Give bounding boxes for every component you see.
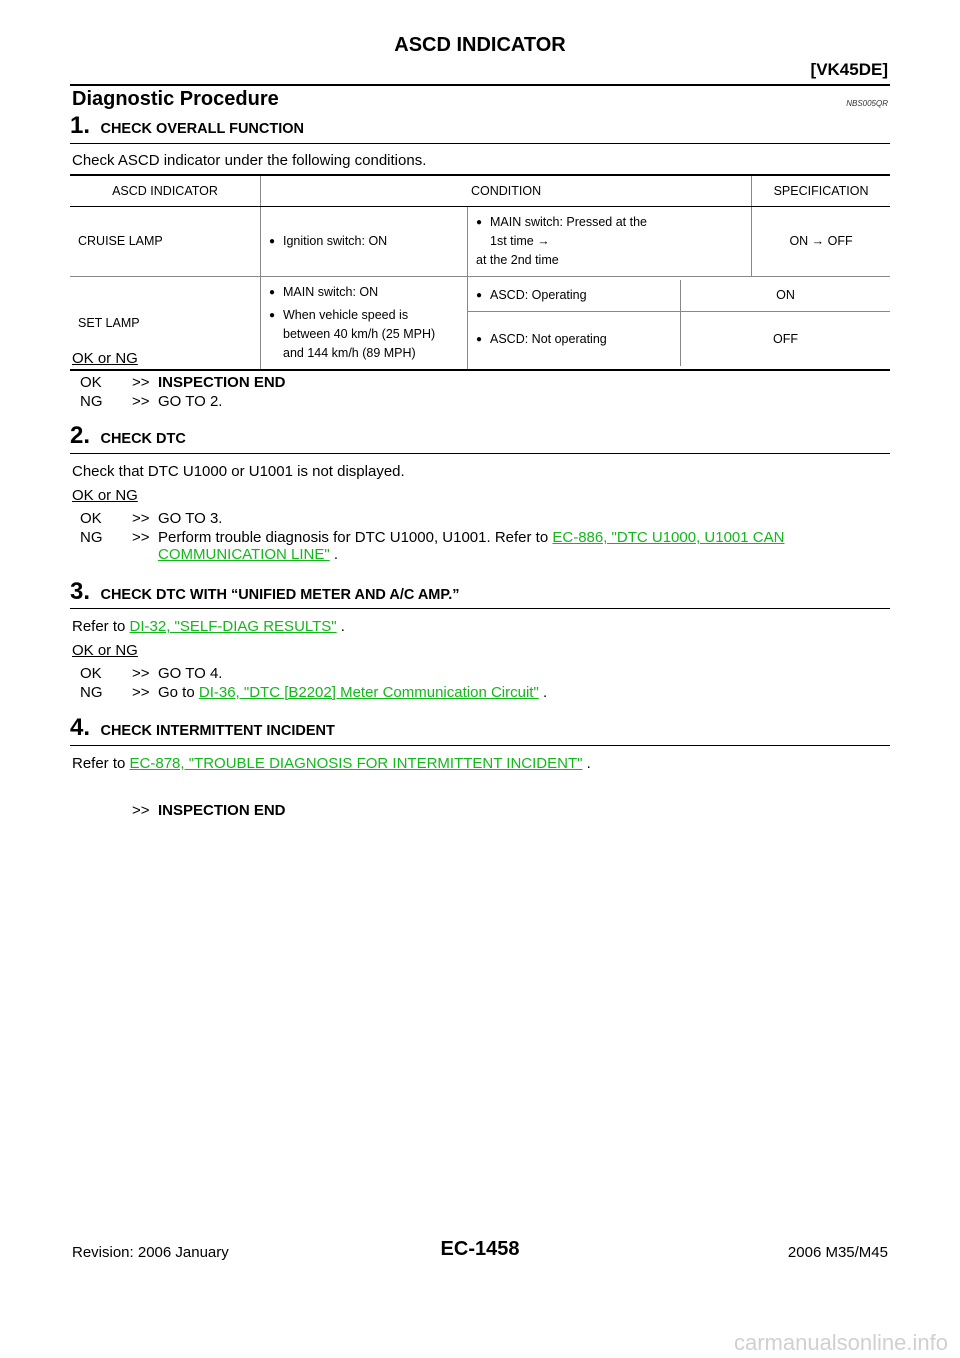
table-header: ASCD INDICATOR [70,174,261,207]
ec-886-link[interactable]: EC-886, "DTC U1000, U1001 CAN [552,529,785,546]
revision-label: Revision: 2006 January [72,1244,229,1261]
result-text: GO TO 4. [158,665,223,682]
result-arrow: >> [132,802,150,819]
table-cell: ASCD: Operating [468,280,681,312]
result-text-part: Go to [158,684,199,701]
step-4-intro: Refer to EC-878, "TROUBLE DIAGNOSIS FOR … [72,755,591,772]
condition-text: between 40 km/h (25 MPH) [283,327,436,341]
step-2-intro: Check that DTC U1000 or U1001 is not dis… [72,463,405,480]
table-cell: ON [680,280,890,312]
step-divider [70,608,890,609]
step-3-heading: 3. CHECK DTC WITH “UNIFIED METER AND A/C… [70,578,890,606]
table-cell: MAIN switch: ON When vehicle speed is be… [260,276,468,371]
result-text: INSPECTION END [158,374,286,391]
table-cell: MAIN switch: Pressed at the 1st time → a… [466,206,752,277]
step-divider [70,453,890,454]
result-ok: OK >> GO TO 4. [80,665,948,682]
di-32-link[interactable]: DI-32, "SELF-DIAG RESULTS" [129,618,337,635]
result-key: OK [80,374,102,391]
ok-ng-label: OK or NG [72,350,138,367]
table-row: SET LAMP MAIN switch: ON When vehicle sp… [70,276,890,371]
condition-text: MAIN switch: Pressed at the [476,213,743,232]
result-key: NG [80,393,103,410]
result-key: NG [80,684,103,701]
section-code: NBS005QR [846,99,888,108]
condition-text: MAIN switch: ON [269,283,459,302]
step-1-intro: Check ASCD indicator under the following… [72,152,427,169]
step-divider [70,143,890,144]
intro-end: . [582,755,591,772]
page-number: EC-1458 [440,1238,520,1260]
result-ng: NG >> GO TO 2. [80,393,948,410]
table-header: CONDITION [259,174,752,207]
step-title: CHECK DTC [100,431,186,447]
result-key: OK [80,665,102,682]
result-arrow: >> [132,510,150,527]
header-rule [70,84,890,86]
ec-878-link[interactable]: EC-878, "TROUBLE DIAGNOSIS FOR INTERMITT… [129,755,583,772]
table-cell: SET LAMP [70,276,261,371]
result-text: GO TO 2. [158,393,223,410]
result-arrow: >> [132,684,150,701]
step-number: 1. [70,112,91,139]
table-cell: OFF [680,311,890,366]
condition-text: ASCD: Not operating [476,330,672,349]
di-36-link[interactable]: DI-36, "DTC [B2202] Meter Communication … [198,684,539,701]
result-text: INSPECTION END [158,802,286,819]
result-ok: OK >> GO TO 3. [80,510,948,527]
section-title: Diagnostic Procedure [72,88,279,110]
table-row: CRUISE LAMP Ignition switch: ON MAIN swi… [70,206,890,277]
step-number: 3. [70,578,91,605]
ok-ng-label: OK or NG [72,487,138,504]
ec-886-link-cont[interactable]: COMMUNICATION LINE" [158,546,330,563]
condition-text: 1st time → [490,234,550,248]
table-cell: ASCD: Not operating [468,312,681,367]
result-text: GO TO 3. [158,510,223,527]
intro-text: Refer to [72,618,130,635]
step-1-heading: 1. CHECK OVERALL FUNCTION [70,112,890,140]
result-text-end: . [538,684,548,701]
step-2-heading: 2. CHECK DTC [70,422,890,450]
ok-ng-label: OK or NG [72,642,138,659]
result-end: >> INSPECTION END [132,802,948,819]
result-key: OK [80,510,102,527]
step-title: CHECK DTC WITH “UNIFIED METER AND A/C AM… [100,587,460,603]
result-arrow: >> [132,529,150,546]
step-number: 4. [70,714,91,741]
result-arrow: >> [132,393,150,410]
step-divider [70,745,890,746]
result-text: Go to DI-36, "DTC [B2202] Meter Communic… [158,684,948,701]
condition-text: When vehicle speed is [269,306,459,325]
page-title: ASCD INDICATOR [394,34,566,56]
result-key: NG [80,529,103,546]
result-ng: NG >> Go to DI-36, "DTC [B2202] Meter Co… [80,684,948,701]
watermark: carmanualsonline.info [733,1330,948,1355]
table-header: SPECIFICATION [751,174,890,207]
result-ok: OK >> INSPECTION END [80,374,948,391]
intro-end: . [336,618,345,635]
table-cell: CRUISE LAMP [70,206,261,277]
model-label: 2006 M35/M45 [787,1244,888,1261]
step-title: CHECK INTERMITTENT INCIDENT [100,723,335,739]
step-3-intro: Refer to DI-32, "SELF-DIAG RESULTS" . [72,618,345,635]
table-cell: Ignition switch: ON [260,206,468,277]
result-ng: NG >> Perform trouble diagnosis for DTC … [80,529,888,563]
result-text-end: . [329,546,339,563]
intro-text: Refer to [72,755,130,772]
indicator-spec-table: ASCD INDICATOR CONDITION SPECIFICATION C… [70,174,890,371]
result-arrow: >> [132,665,150,682]
result-arrow: >> [132,374,150,391]
condition-text: at the 2nd time [476,253,559,267]
condition-text: ASCD: Operating [476,286,672,305]
step-number: 2. [70,422,91,449]
table-cell: ON → OFF [751,206,890,277]
step-4-heading: 4. CHECK INTERMITTENT INCIDENT [70,714,890,742]
result-text-part: Perform trouble diagnosis for DTC U1000,… [158,529,553,546]
step-title: CHECK OVERALL FUNCTION [100,121,305,137]
result-text: Perform trouble diagnosis for DTC U1000,… [158,529,888,563]
condition-text: Ignition switch: ON [269,232,459,251]
condition-text: and 144 km/h (89 MPH) [283,346,416,360]
model-tag: [VK45DE] [810,60,888,79]
table-cell: ASCD: Operating ON ASCD: Not operating O… [467,276,890,371]
